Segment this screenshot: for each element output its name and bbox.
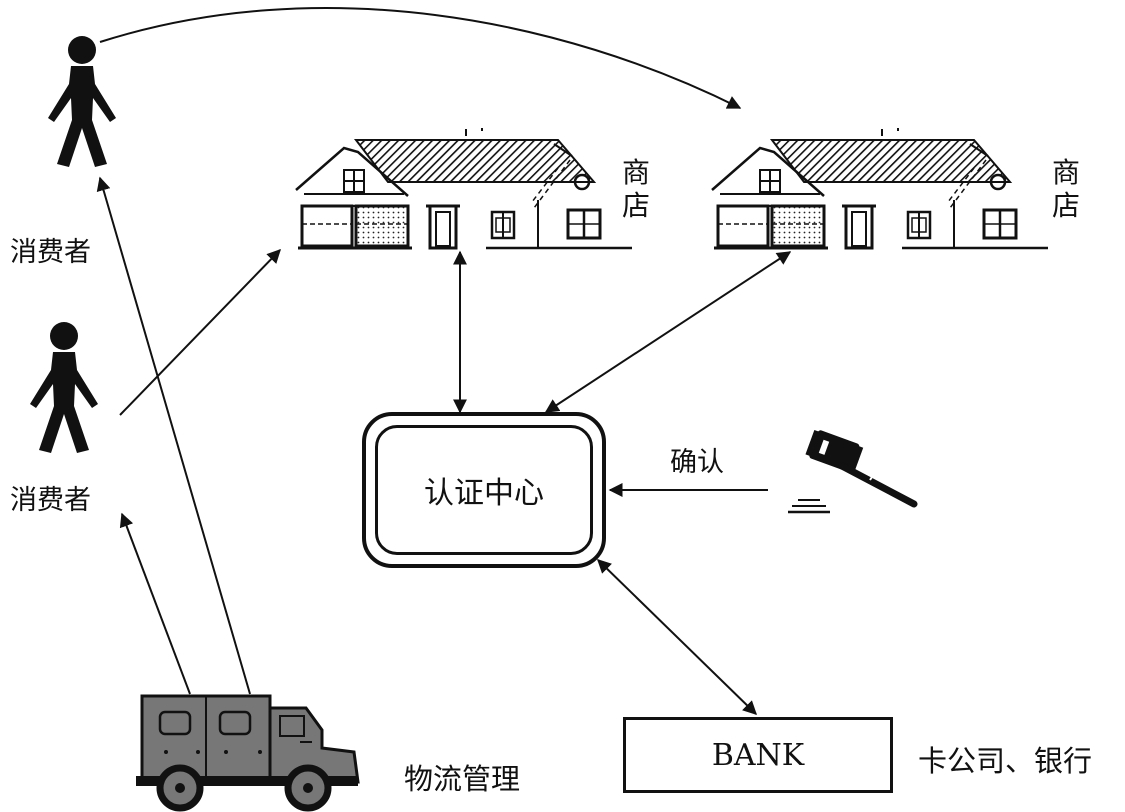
house-icon bbox=[296, 128, 632, 248]
consumer-label: 消费者 bbox=[10, 230, 91, 269]
arrow-store2-cert bbox=[546, 252, 790, 412]
store-label: 商 店 bbox=[620, 156, 652, 222]
truck-icon bbox=[136, 696, 358, 808]
logistics-label: 物流管理 bbox=[404, 756, 520, 798]
store-label: 商 店 bbox=[1050, 156, 1082, 222]
arrow-truck-to-consumer-mid bbox=[122, 514, 190, 694]
confirm-label: 确认 bbox=[670, 440, 724, 479]
consumer-label: 消费者 bbox=[10, 478, 91, 517]
person-icon bbox=[48, 36, 116, 167]
person-icon bbox=[30, 322, 98, 453]
bank-box: BANK bbox=[623, 717, 893, 793]
arrow-truck-to-consumer-top bbox=[100, 178, 250, 694]
arrow-consumer-to-store2 bbox=[100, 8, 740, 108]
arrow-cert-bank bbox=[598, 560, 756, 714]
certification-center-label: 认证中心 bbox=[424, 468, 544, 512]
gavel-icon bbox=[788, 428, 914, 512]
bank-caption: 卡公司、银行 bbox=[918, 738, 1092, 780]
bank-label: BANK bbox=[712, 738, 804, 773]
house-icon bbox=[712, 128, 1048, 248]
certification-center-box: 认证中心 bbox=[362, 412, 606, 568]
